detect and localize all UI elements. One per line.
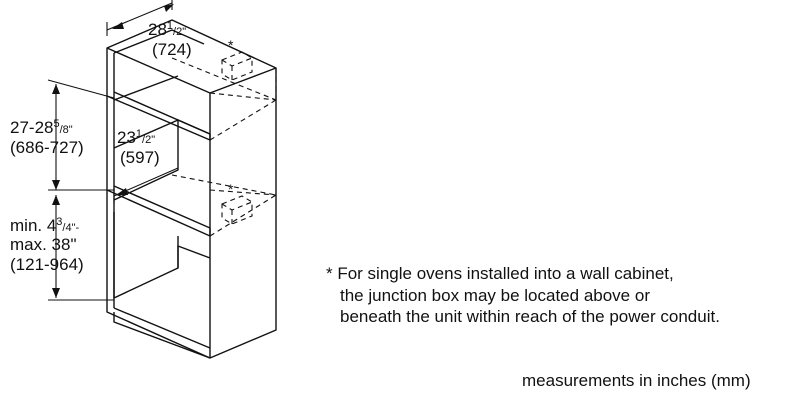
arrow [52,195,60,205]
arrow [164,4,174,12]
arrow [52,84,60,94]
lower-height-line2: max. 38" [10,235,77,254]
upper-height-mm: (686-727) [10,138,84,157]
cutout-depth-mm: (597) [120,148,160,167]
cutout-depth-label: 231/2" [117,128,155,147]
note-line-2: the junction box may be located above or [340,286,650,305]
oven-cutout-inner [113,119,179,201]
plinth [113,307,211,359]
oven-cutout-back [177,119,211,135]
lower-dashed-projection [171,174,277,237]
lower-inner [113,212,211,299]
asterisk-lower: * [228,181,234,197]
top-width-mm: (724) [152,40,192,59]
arrow [116,188,128,195]
upper-shelf-back [113,75,179,101]
cabinet-inner-back [113,29,205,54]
lower-height-label: min. 43/4"- [10,216,80,235]
arrow [112,22,124,29]
lower-junction-box [221,195,253,225]
lower-height-mm: (121-964) [10,255,84,274]
asterisk-upper: * [228,37,234,53]
note-line-3: beneath the unit within reach of the pow… [340,307,720,326]
upper-shelf [106,91,211,141]
units-footer: measurements in inches (mm) [522,371,751,390]
upper-dashed-projection [171,57,277,141]
cabinet-outline [106,19,277,359]
arrow [52,180,60,190]
left-dim-ext [47,79,115,301]
top-width-label: 281/2" [148,20,186,39]
cutout-depth-dim-line [113,167,179,204]
arrow [52,288,60,298]
upper-junction-box [221,51,253,81]
upper-height-label: 27-285/8" [10,118,73,137]
oven-cutout-frame [106,185,211,237]
note-line-1: * For single ovens installed into a wall… [326,264,674,283]
